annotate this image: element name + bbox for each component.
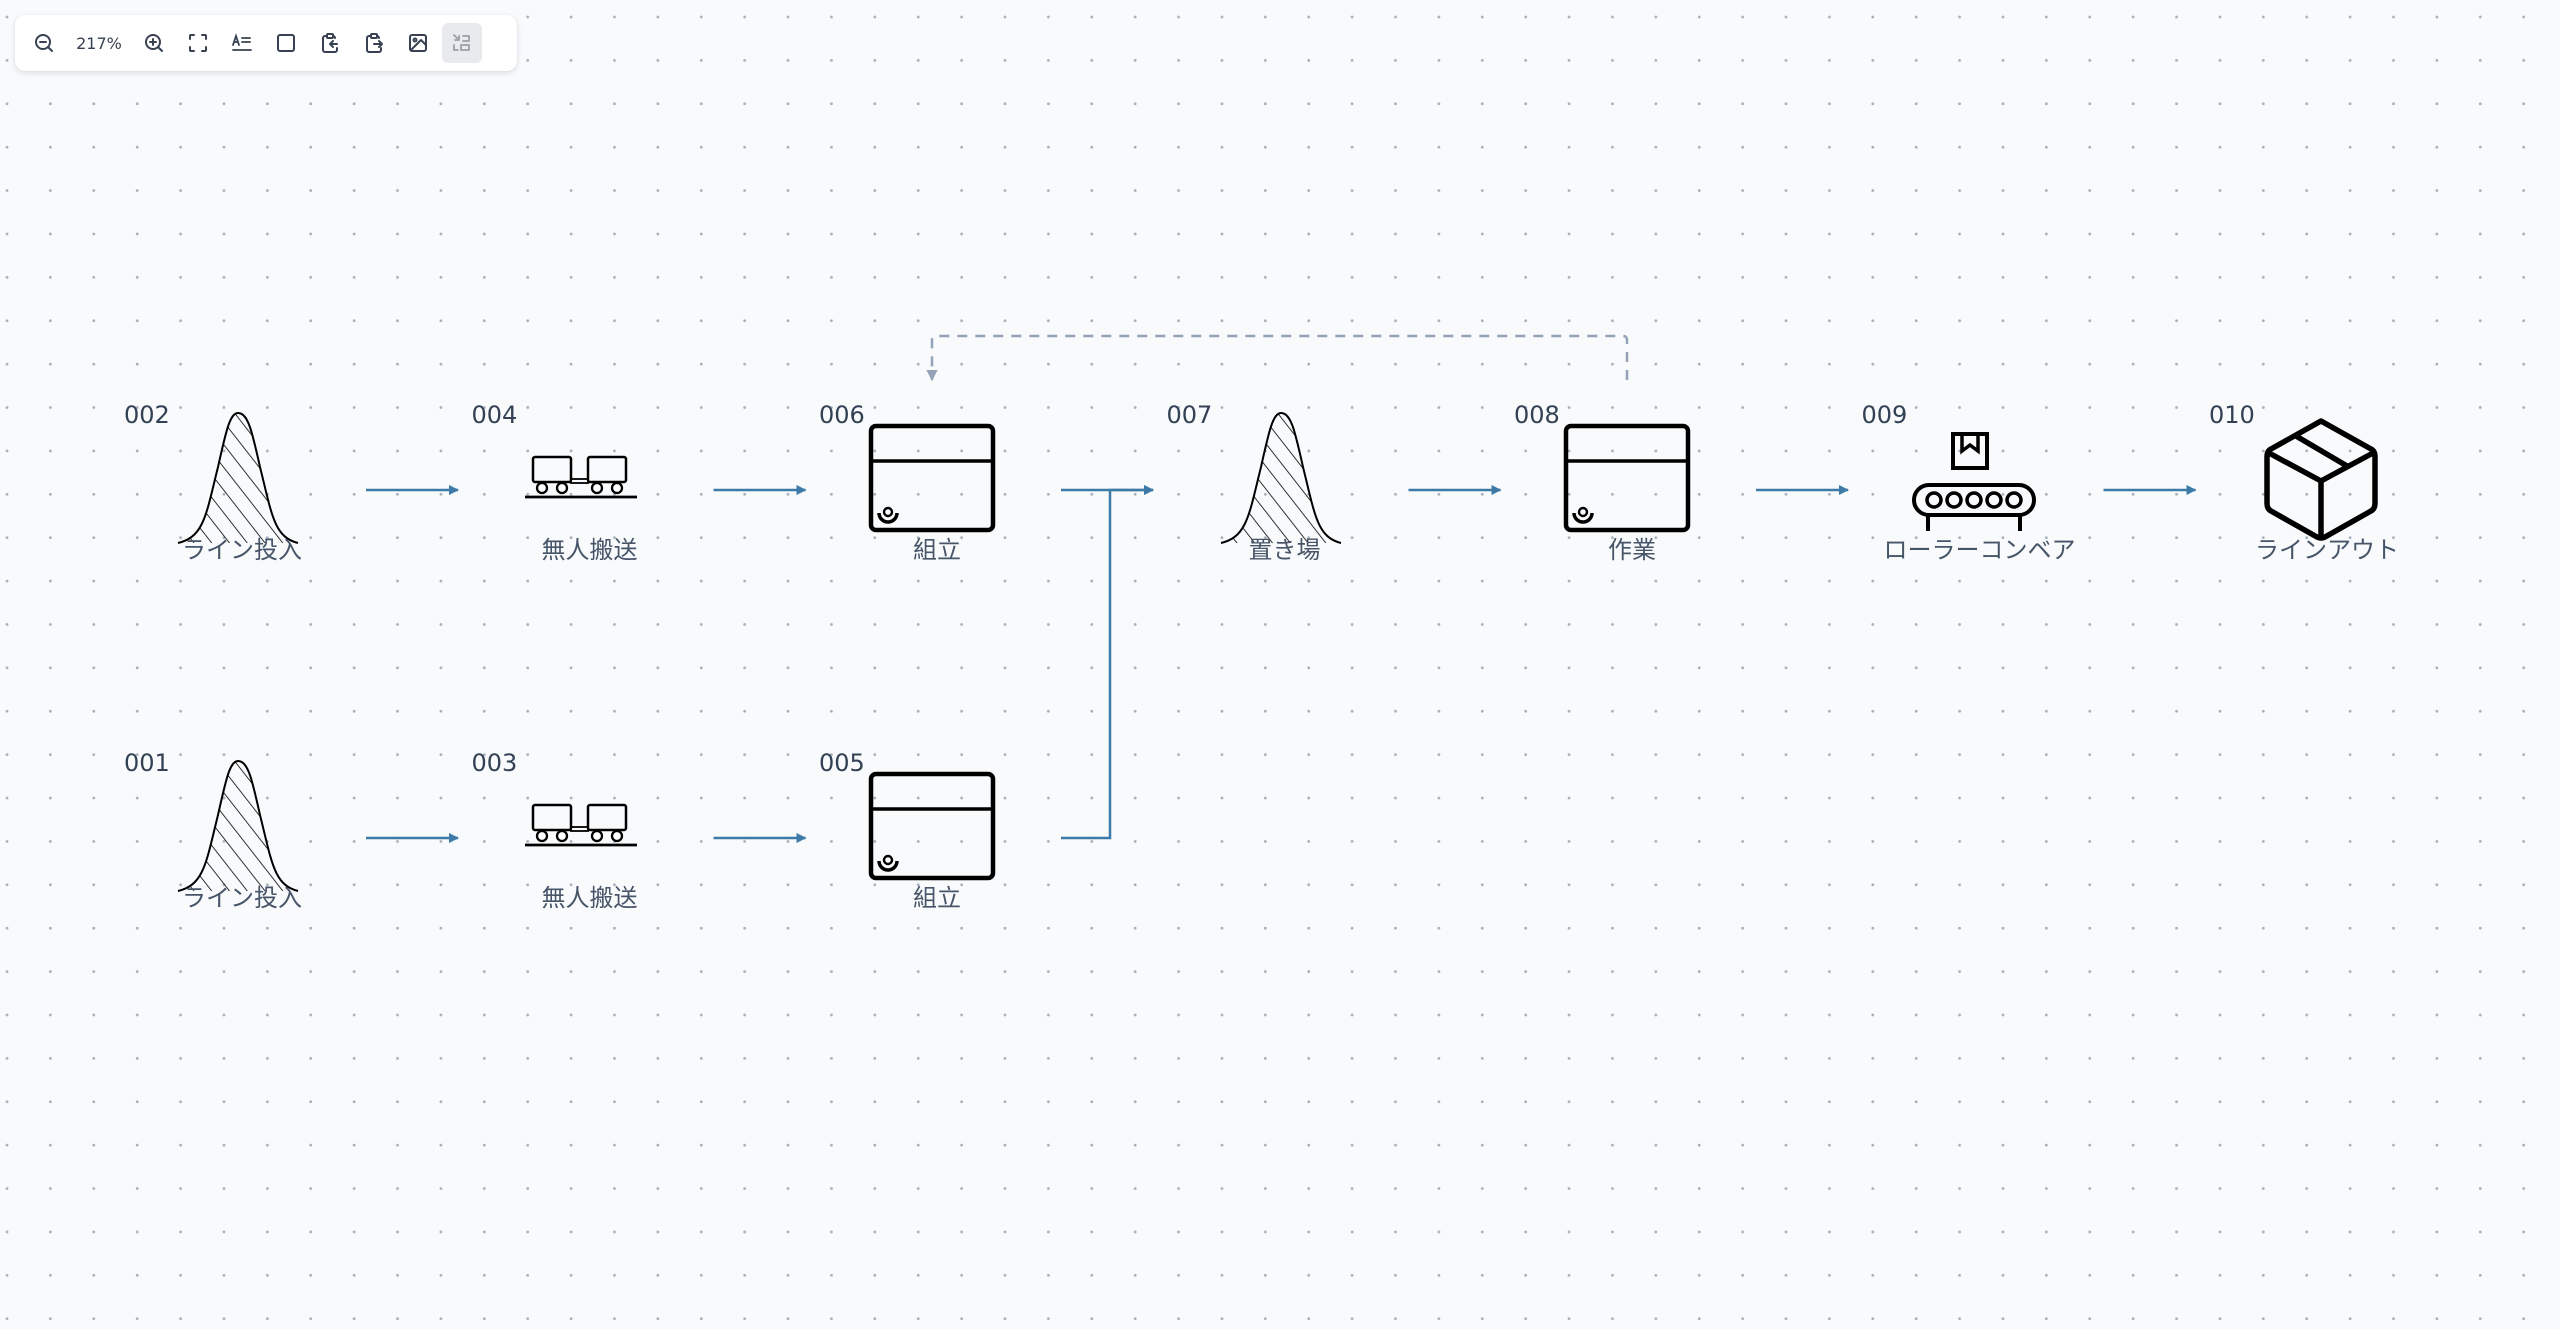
node-icon: [176, 755, 300, 899]
node-id: 007: [1166, 401, 1213, 429]
node-agv[interactable]: 004 無人搬送: [472, 403, 672, 583]
node-process[interactable]: 005 組立: [819, 751, 1019, 931]
agv-icon: [524, 455, 637, 499]
zoom-level: 217%: [76, 33, 122, 53]
node-id: 008: [1514, 401, 1560, 429]
auto-layout-button[interactable]: [442, 23, 482, 63]
flow-edge[interactable]: [1061, 485, 1154, 840]
node-inventory[interactable]: 007 置き場: [1167, 403, 1367, 583]
node-id: 002: [124, 401, 170, 429]
node-label: ラインアウト: [2255, 536, 2399, 564]
operator-icon: [877, 854, 899, 872]
zoom-out-button[interactable]: [24, 23, 64, 63]
node-id: 001: [124, 749, 170, 777]
layout-icon: [453, 34, 470, 51]
insert-image-button[interactable]: [398, 23, 438, 63]
inventory-icon: [177, 759, 299, 892]
toolbar: 217%: [15, 15, 517, 71]
image-icon: [409, 34, 427, 52]
node-id: 009: [1861, 401, 1908, 429]
node-inventory[interactable]: 002 ライン投入: [124, 403, 324, 583]
process-box-icon: [1563, 423, 1691, 533]
node-package[interactable]: 010 ラインアウト: [2209, 403, 2409, 583]
export-clipboard-button[interactable]: [354, 23, 394, 63]
conveyor-icon: [1911, 432, 2036, 531]
node-id: 004: [471, 401, 518, 429]
node-icon: [2263, 417, 2379, 545]
text-format-icon: [232, 33, 252, 51]
zoom-in-icon: [145, 34, 163, 52]
fullscreen-icon: [189, 34, 207, 52]
node-conveyor[interactable]: 009 ローラーコンベア: [1861, 401, 2076, 583]
inventory-icon: [1220, 411, 1341, 544]
node-label: 組立: [913, 884, 961, 912]
node-id: 005: [819, 749, 865, 777]
inventory-icon: [177, 411, 299, 544]
node-icon: [1219, 407, 1343, 551]
node-icon: [868, 771, 996, 885]
node-process[interactable]: 006 組立: [819, 403, 1019, 583]
node-icon: [524, 803, 640, 857]
node-inventory[interactable]: 001 ライン投入: [124, 751, 324, 931]
node-label: ライン投入: [182, 884, 302, 912]
node-agv[interactable]: 003 無人搬送: [472, 751, 672, 931]
node-label: ライン投入: [182, 536, 302, 564]
import-clipboard-button[interactable]: [310, 23, 350, 63]
node-id: 003: [471, 749, 518, 777]
feedback-edge[interactable]: [926, 334, 1629, 382]
node-process[interactable]: 008 作業: [1514, 403, 1714, 583]
node-label: 置き場: [1248, 536, 1321, 564]
zoom-out-icon: [35, 34, 53, 52]
operator-icon: [1572, 506, 1594, 524]
node-label: ローラーコンベア: [1883, 536, 2076, 564]
node-id: 006: [819, 401, 865, 429]
node-label: 作業: [1608, 536, 1656, 564]
node-icon: [868, 423, 996, 537]
agv-icon: [524, 803, 637, 847]
node-icon: [176, 407, 300, 551]
node-label: 組立: [913, 536, 961, 564]
fit-to-screen-button[interactable]: [178, 23, 218, 63]
node-label: 無人搬送: [541, 536, 638, 564]
square-icon: [277, 34, 295, 52]
operator-icon: [877, 506, 899, 524]
node-icon: [524, 455, 640, 509]
clipboard-import-icon: [322, 33, 338, 53]
clipboard-export-icon: [366, 33, 383, 53]
process-box-icon: [868, 423, 996, 533]
zoom-in-button[interactable]: [134, 23, 174, 63]
node-icon: [1910, 431, 2038, 535]
text-style-button[interactable]: [222, 23, 262, 63]
package-icon: [2264, 418, 2378, 541]
process-box-icon: [868, 771, 996, 881]
frame-button[interactable]: [266, 23, 306, 63]
node-label: 無人搬送: [541, 884, 638, 912]
node-icon: [1563, 423, 1691, 537]
node-id: 010: [2209, 401, 2255, 429]
